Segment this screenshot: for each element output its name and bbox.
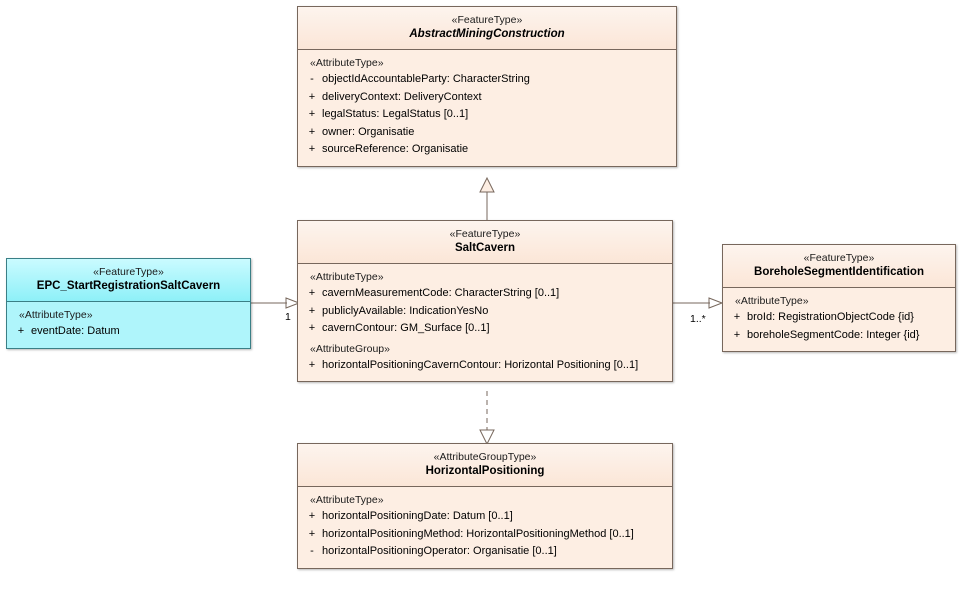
class-stereotype: «FeatureType» — [93, 266, 164, 278]
visibility-marker: - — [310, 545, 314, 557]
attribute-text: owner: Organisatie — [322, 125, 415, 138]
compartment-label: «AttributeType» — [310, 57, 384, 69]
compartment-attributegroup: «AttributeGroup» + horizontalPositioning… — [298, 340, 672, 382]
class-name: EPC_StartRegistrationSaltCavern — [36, 280, 221, 292]
attribute-text: broId: RegistrationObjectCode {id} — [747, 311, 914, 323]
class-header: «FeatureType» SaltCavern — [298, 221, 672, 263]
visibility-marker: + — [308, 322, 316, 334]
divider — [723, 287, 955, 288]
attribute-text: horizontalPositioningCavernContour: Hori… — [322, 358, 639, 371]
class-boreholesegmentidentification[interactable]: «FeatureType» BoreholeSegmentIdentificat… — [722, 244, 956, 352]
generalization-saltcavern-to-abstractminingconstruction — [479, 176, 495, 221]
visibility-marker: + — [308, 143, 316, 155]
compartment-label: «AttributeType» — [735, 295, 809, 307]
attribute-text: horizontalPositioningMethod: HorizontalP… — [322, 527, 634, 540]
attribute-text: horizontalPositioningDate: Datum [0..1] — [322, 510, 513, 522]
compartment-label: «AttributeGroup» — [310, 342, 390, 355]
divider — [298, 49, 676, 50]
class-stereotype: «FeatureType» — [451, 14, 523, 26]
divider — [7, 301, 250, 302]
compartment-label: «AttributeType» — [310, 271, 384, 283]
attribute-text: cavernContour: GM_Surface [0..1] — [322, 322, 490, 334]
attribute-text: sourceReference: Organisatie — [322, 143, 469, 155]
class-saltcavern[interactable]: «FeatureType» SaltCavern «AttributeType»… — [297, 220, 673, 382]
attribute-text: eventDate: Datum — [31, 325, 120, 337]
divider — [298, 486, 672, 487]
association-saltcavern-to-boreholesegmentidentification — [673, 297, 724, 309]
association-epc-to-saltcavern — [251, 297, 301, 309]
visibility-marker: + — [308, 527, 316, 540]
attribute-text: boreholeSegmentCode: Integer {id} — [747, 328, 920, 341]
attribute-row: + sourceReference: Organisatie — [302, 141, 672, 159]
class-name: AbstractMiningConstruction — [409, 28, 565, 40]
visibility-marker: + — [308, 125, 316, 138]
attribute-text: objectIdAccountableParty: CharacterStrin… — [322, 73, 530, 85]
class-name: SaltCavern — [454, 242, 516, 254]
attribute-text: horizontalPositioningOperator: Organisat… — [322, 545, 557, 557]
class-header: «FeatureType» AbstractMiningConstruction — [298, 7, 676, 49]
visibility-marker: + — [733, 311, 741, 323]
attribute-row: + horizontalPositioningCavernContour: Ho… — [302, 357, 668, 375]
attribute-row: + boreholeSegmentCode: Integer {id} — [727, 327, 951, 345]
attribute-text: cavernMeasurementCode: CharacterString [… — [322, 287, 560, 299]
attribute-text: deliveryContext: DeliveryContext — [322, 90, 482, 103]
class-stereotype: «FeatureType» — [449, 228, 521, 240]
visibility-marker: + — [308, 90, 316, 103]
attribute-row: + broId: RegistrationObjectCode {id} — [727, 309, 951, 327]
dependency-saltcavern-to-horizontalpositioning — [479, 391, 495, 446]
compartment-attributetype: «AttributeType» - objectIdAccountablePar… — [298, 50, 676, 166]
attribute-row: + legalStatus: LegalStatus [0..1] — [302, 106, 672, 124]
attribute-row: - horizontalPositioningOperator: Organis… — [302, 543, 668, 561]
visibility-marker: + — [17, 325, 25, 337]
divider — [298, 263, 672, 264]
class-abstractminingconstruction[interactable]: «FeatureType» AbstractMiningConstruction… — [297, 6, 677, 167]
multiplicity-epc-end: 1 — [285, 311, 291, 323]
attribute-row: + horizontalPositioningMethod: Horizonta… — [302, 526, 668, 544]
attribute-text: publiclyAvailable: IndicationYesNo — [322, 304, 489, 317]
compartment-label: «AttributeType» — [310, 494, 384, 506]
visibility-marker: + — [308, 304, 316, 317]
visibility-marker: + — [308, 510, 316, 522]
attribute-row: + eventDate: Datum — [11, 323, 246, 341]
visibility-marker: + — [308, 287, 316, 299]
class-horizontalpositioning[interactable]: «AttributeGroupType» HorizontalPositioni… — [297, 443, 673, 569]
attribute-text: legalStatus: LegalStatus [0..1] — [322, 108, 469, 120]
compartment-attributetype: «AttributeType» + broId: RegistrationObj… — [723, 288, 955, 351]
class-header: «FeatureType» BoreholeSegmentIdentificat… — [723, 245, 955, 287]
class-name: HorizontalPositioning — [425, 465, 545, 477]
attribute-row: - objectIdAccountableParty: CharacterStr… — [302, 71, 672, 89]
visibility-marker: + — [733, 328, 741, 341]
class-header: «AttributeGroupType» HorizontalPositioni… — [298, 444, 672, 486]
attribute-row: + cavernMeasurementCode: CharacterString… — [302, 285, 668, 303]
attribute-row: + horizontalPositioningDate: Datum [0..1… — [302, 508, 668, 526]
compartment-attributetype: «AttributeType» + eventDate: Datum — [7, 302, 250, 348]
class-stereotype: «AttributeGroupType» — [433, 451, 537, 463]
visibility-marker: + — [308, 358, 316, 371]
visibility-marker: - — [310, 73, 314, 85]
attribute-row: + owner: Organisatie — [302, 124, 672, 142]
class-header: «FeatureType» EPC_StartRegistrationSaltC… — [7, 259, 250, 301]
attribute-row: + cavernContour: GM_Surface [0..1] — [302, 320, 668, 338]
attribute-row: + publiclyAvailable: IndicationYesNo — [302, 303, 668, 321]
class-stereotype: «FeatureType» — [803, 252, 875, 264]
compartment-attributetype: «AttributeType» + cavernMeasurementCode:… — [298, 264, 672, 340]
compartment-attributetype: «AttributeType» + horizontalPositioningD… — [298, 487, 672, 568]
attribute-row: + deliveryContext: DeliveryContext — [302, 89, 672, 107]
multiplicity-borehole-end: 1..* — [690, 313, 706, 325]
class-name: BoreholeSegmentIdentification — [754, 266, 924, 278]
class-epc-startregistrationsaltcavern[interactable]: «FeatureType» EPC_StartRegistrationSaltC… — [6, 258, 251, 349]
visibility-marker: + — [308, 108, 316, 120]
compartment-label: «AttributeType» — [19, 309, 93, 321]
